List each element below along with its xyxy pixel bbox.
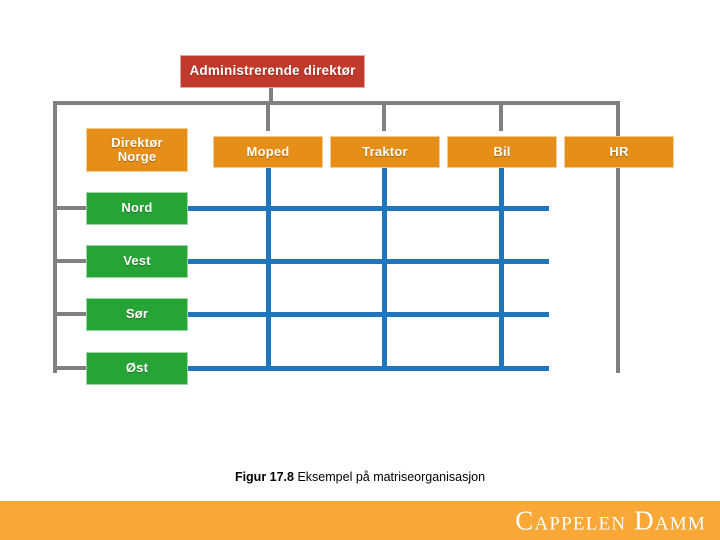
node-label: Vest [123, 253, 151, 269]
figure-caption: Figur 17.8 Eksempel på matriseorganisasj… [0, 470, 720, 484]
connector-hr-vertical [616, 131, 620, 373]
connector-horizontal-bus [53, 101, 620, 105]
figure-number: Figur 17.8 [234, 470, 294, 484]
node-label: Bil [493, 143, 511, 159]
node-administrerende-direktor[interactable]: Administrerende direktør [180, 55, 365, 88]
node-traktor[interactable]: Traktor [330, 136, 440, 168]
matrix-horizontal-sor [188, 312, 549, 317]
publisher-brand-bar: Cappelen Damm [0, 501, 720, 540]
figure-caption-text: Eksempel på matriseorganisasjon [293, 470, 486, 484]
connector-drop-col-3 [499, 101, 503, 131]
connector-left-spine [53, 101, 57, 373]
connector-stub-row-0 [53, 206, 87, 210]
node-label: Administrerende direktør [189, 63, 356, 79]
node-label: Øst [125, 360, 149, 376]
connector-drop-col-1 [266, 101, 270, 131]
connector-stub-row-2 [53, 312, 87, 316]
node-nord[interactable]: Nord [86, 192, 188, 225]
connector-stub-row-1 [53, 259, 87, 263]
node-label: Sør [125, 306, 149, 322]
node-label: Nord [121, 200, 153, 216]
matrix-horizontal-nord [188, 206, 549, 211]
matrix-vertical-traktor [382, 168, 387, 371]
connector-drop-col-2 [382, 101, 386, 131]
node-label-line2: Norge [117, 149, 157, 164]
node-label: HR [609, 143, 629, 159]
node-direktor-norge[interactable]: Direktør Norge [86, 128, 188, 172]
node-label: Moped [246, 143, 290, 159]
matrix-horizontal-vest [188, 259, 549, 264]
node-sor[interactable]: Sør [86, 298, 188, 331]
node-moped[interactable]: Moped [213, 136, 323, 168]
connector-top-stem [269, 88, 273, 102]
connector-drop-col-4 [616, 101, 620, 131]
matrix-vertical-bil [499, 168, 504, 371]
node-bil[interactable]: Bil [447, 136, 557, 168]
node-label-line1: Direktør [111, 134, 163, 150]
node-ost[interactable]: Øst [86, 352, 188, 385]
connector-stub-row-3 [53, 366, 87, 370]
node-hr[interactable]: HR [564, 136, 674, 168]
cappelen-damm-logo: Cappelen Damm [515, 505, 706, 535]
matrix-vertical-moped [266, 168, 271, 371]
node-label: Traktor [362, 143, 408, 159]
node-vest[interactable]: Vest [86, 245, 188, 278]
matrix-horizontal-ost [188, 366, 549, 371]
